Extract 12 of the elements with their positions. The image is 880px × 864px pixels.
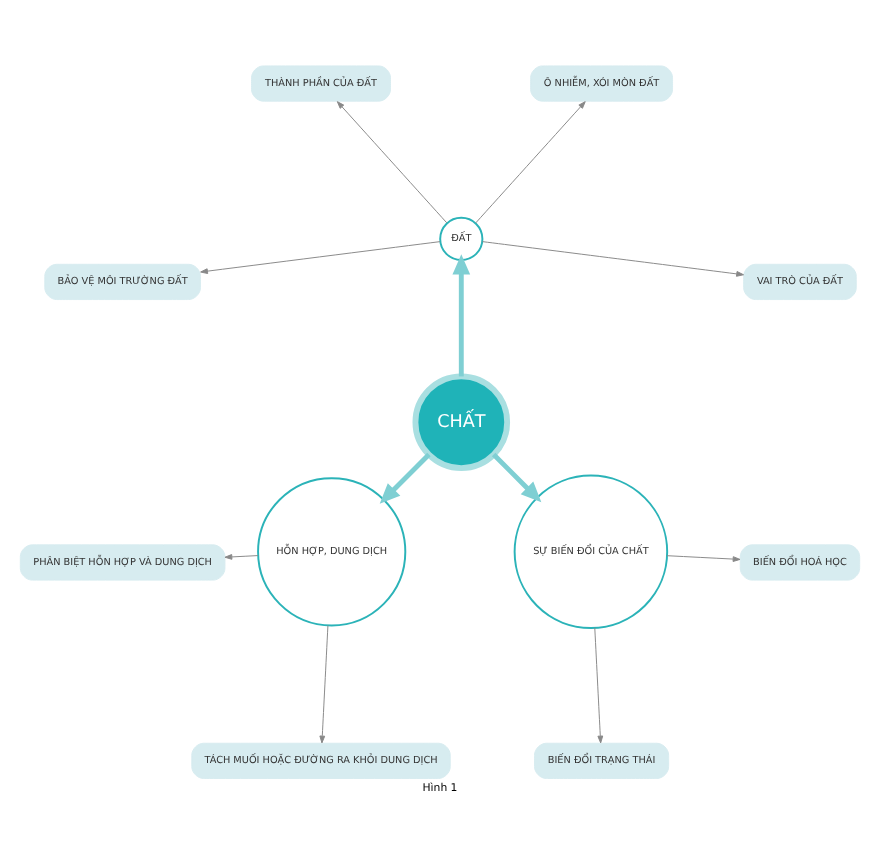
arrow: [319, 625, 329, 744]
arrow: [482, 241, 745, 277]
arrow: [379, 452, 431, 504]
arrow: [336, 101, 448, 224]
arrow: [491, 452, 542, 503]
arrow: [224, 554, 259, 560]
arrow: [666, 555, 741, 562]
arrow: [200, 241, 441, 275]
arrow: [452, 254, 471, 377]
arrow: [475, 101, 586, 224]
arrow: [594, 627, 604, 744]
node-circle: CHẤT: [412, 373, 511, 471]
